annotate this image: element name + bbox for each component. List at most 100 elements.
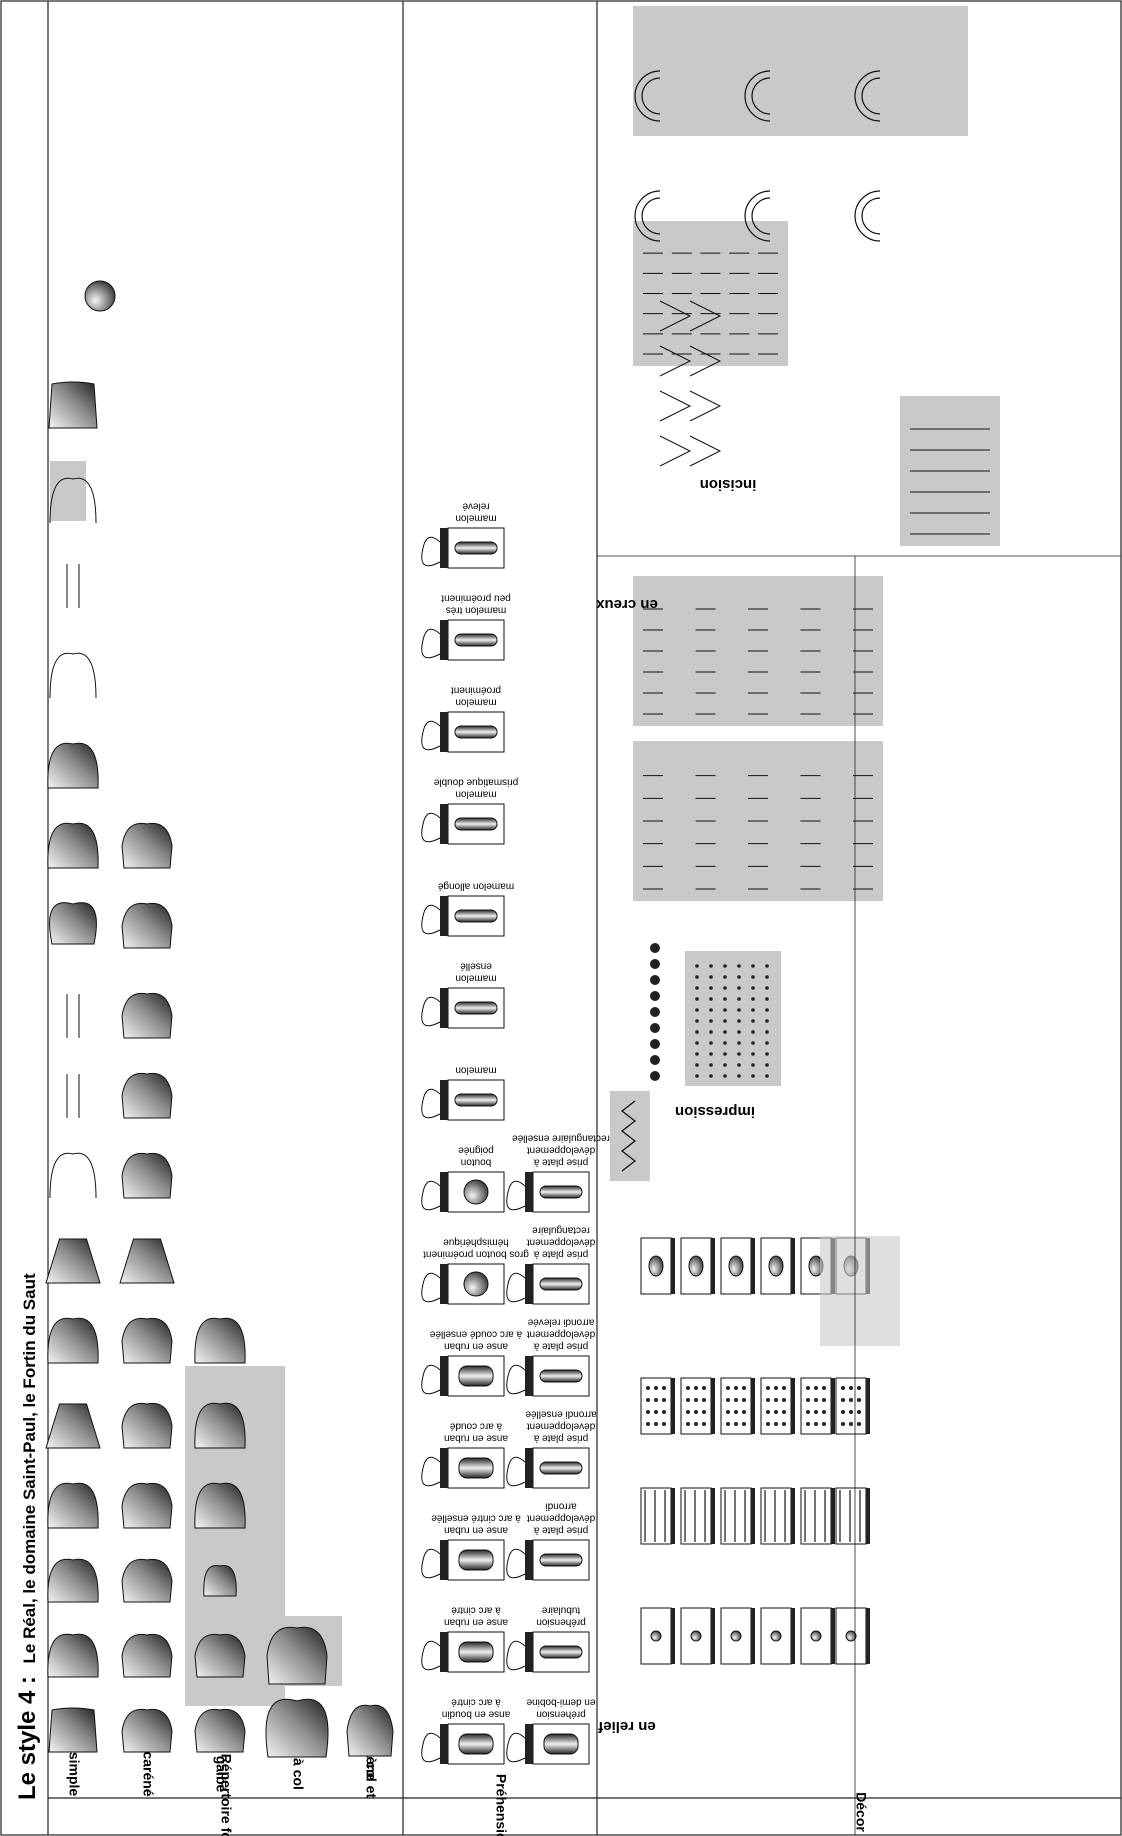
relief-base bbox=[831, 1488, 835, 1544]
handle-ridge bbox=[455, 726, 497, 738]
vessel-outline bbox=[50, 653, 96, 698]
handle-profile bbox=[422, 1457, 440, 1486]
handle-caption: développement bbox=[527, 1328, 596, 1339]
impression-dot bbox=[765, 975, 769, 979]
prehension-items: anse en boudinà arc cintréanse en rubanà… bbox=[422, 500, 610, 1764]
handle-caption: mamelon bbox=[455, 788, 496, 799]
handle-profile bbox=[422, 629, 440, 658]
vessel-profile bbox=[195, 1634, 245, 1677]
relief-base bbox=[791, 1488, 795, 1544]
vessel-profile bbox=[122, 1709, 172, 1752]
relief-pellet bbox=[841, 1386, 845, 1390]
relief-pellet bbox=[742, 1386, 746, 1390]
decor-label-impression: impression bbox=[675, 1103, 755, 1120]
impression-dot bbox=[650, 1071, 660, 1081]
handle-knob bbox=[464, 1272, 488, 1296]
relief-pellet bbox=[822, 1410, 826, 1414]
handle-caption: anse en ruban bbox=[444, 1524, 508, 1535]
handle-ridge bbox=[455, 1002, 497, 1014]
impression-dot bbox=[737, 986, 741, 990]
relief-button bbox=[846, 1631, 856, 1641]
impression-dot bbox=[751, 986, 755, 990]
impression-dot bbox=[709, 964, 713, 968]
impression-dot bbox=[737, 964, 741, 968]
relief-pellet bbox=[857, 1422, 861, 1426]
impression-dot bbox=[765, 1041, 769, 1045]
relief-pellet bbox=[662, 1386, 666, 1390]
handle-base bbox=[440, 1448, 448, 1488]
impression-dot bbox=[751, 1030, 755, 1034]
handle-caption: prismatique double bbox=[433, 776, 518, 787]
relief-pellet bbox=[734, 1386, 738, 1390]
handle-caption: arrondi bbox=[545, 1500, 576, 1511]
row-label-col: à col bbox=[290, 1758, 306, 1790]
relief-base bbox=[671, 1608, 675, 1664]
relief-pellet bbox=[662, 1410, 666, 1414]
handle-profile bbox=[422, 997, 440, 1026]
impression-dot bbox=[737, 1019, 741, 1023]
impression-dot bbox=[709, 1063, 713, 1067]
impression-dot bbox=[650, 943, 660, 953]
relief-base bbox=[671, 1488, 675, 1544]
vessel-profile bbox=[267, 1627, 327, 1684]
handle-caption: anse en ruban bbox=[444, 1340, 508, 1351]
handle-caption: hémisphérique bbox=[443, 1236, 509, 1247]
vessel-profile bbox=[50, 903, 97, 944]
handle-lug bbox=[544, 1734, 578, 1754]
relief-base bbox=[711, 1608, 715, 1664]
handle-profile bbox=[422, 1089, 440, 1118]
relief-pellet bbox=[734, 1422, 738, 1426]
relief-pellet bbox=[849, 1410, 853, 1414]
handle-caption: arrondi ensellée bbox=[525, 1408, 597, 1419]
handle-caption: prise plate à bbox=[533, 1524, 588, 1535]
impression-dot bbox=[765, 1063, 769, 1067]
handle-caption: mamelon bbox=[455, 972, 496, 983]
handle-profile bbox=[422, 1365, 440, 1394]
impression-dot bbox=[709, 1019, 713, 1023]
relief-pellet bbox=[654, 1398, 658, 1402]
impression-dot bbox=[650, 975, 660, 985]
impression-dot bbox=[695, 1008, 699, 1012]
impression-dot bbox=[709, 1008, 713, 1012]
handle-base bbox=[440, 712, 448, 752]
impression-dot bbox=[709, 1041, 713, 1045]
relief-pellet bbox=[702, 1422, 706, 1426]
relief-pellet bbox=[766, 1386, 770, 1390]
relief-pellet bbox=[857, 1398, 861, 1402]
relief-pellet bbox=[766, 1410, 770, 1414]
handle-profile bbox=[507, 1549, 525, 1578]
handle-caption: poignée bbox=[458, 1144, 494, 1155]
vessel-profile bbox=[48, 1634, 98, 1677]
relief-pellet bbox=[774, 1398, 778, 1402]
impression-dot bbox=[723, 964, 727, 968]
impression-dot bbox=[751, 1008, 755, 1012]
impression-dot bbox=[765, 1052, 769, 1056]
relief-pellet bbox=[742, 1422, 746, 1426]
row-label-carene: caréné bbox=[140, 1751, 156, 1796]
relief-base bbox=[866, 1608, 870, 1664]
incision-chevron bbox=[660, 436, 720, 466]
relief-pellet bbox=[726, 1410, 730, 1414]
decor-items bbox=[610, 6, 1000, 1664]
section-label-decor: Décor bbox=[853, 1792, 869, 1832]
relief-pellet bbox=[814, 1398, 818, 1402]
handle-base bbox=[440, 988, 448, 1028]
vessel-profile bbox=[122, 1634, 172, 1677]
handle-caption: développement bbox=[527, 1144, 596, 1155]
relief-pellet bbox=[849, 1398, 853, 1402]
handle-caption: peu proéminent bbox=[441, 592, 511, 603]
impression-dot bbox=[695, 975, 699, 979]
impression-dot bbox=[737, 997, 741, 1001]
row-label-simple: simple bbox=[66, 1752, 82, 1797]
handle-caption: mamelon allongé bbox=[437, 880, 514, 891]
relief-pellet bbox=[726, 1398, 730, 1402]
handle-lug bbox=[459, 1366, 493, 1386]
impression-dot bbox=[723, 1041, 727, 1045]
impression-dot bbox=[695, 1074, 699, 1078]
decor-label-creux: en creux bbox=[595, 596, 657, 613]
handle-base bbox=[440, 1080, 448, 1120]
handle-caption: développement bbox=[527, 1236, 596, 1247]
impression-dot bbox=[765, 997, 769, 1001]
vessel-profiles bbox=[46, 281, 393, 1757]
relief-pellet bbox=[742, 1398, 746, 1402]
